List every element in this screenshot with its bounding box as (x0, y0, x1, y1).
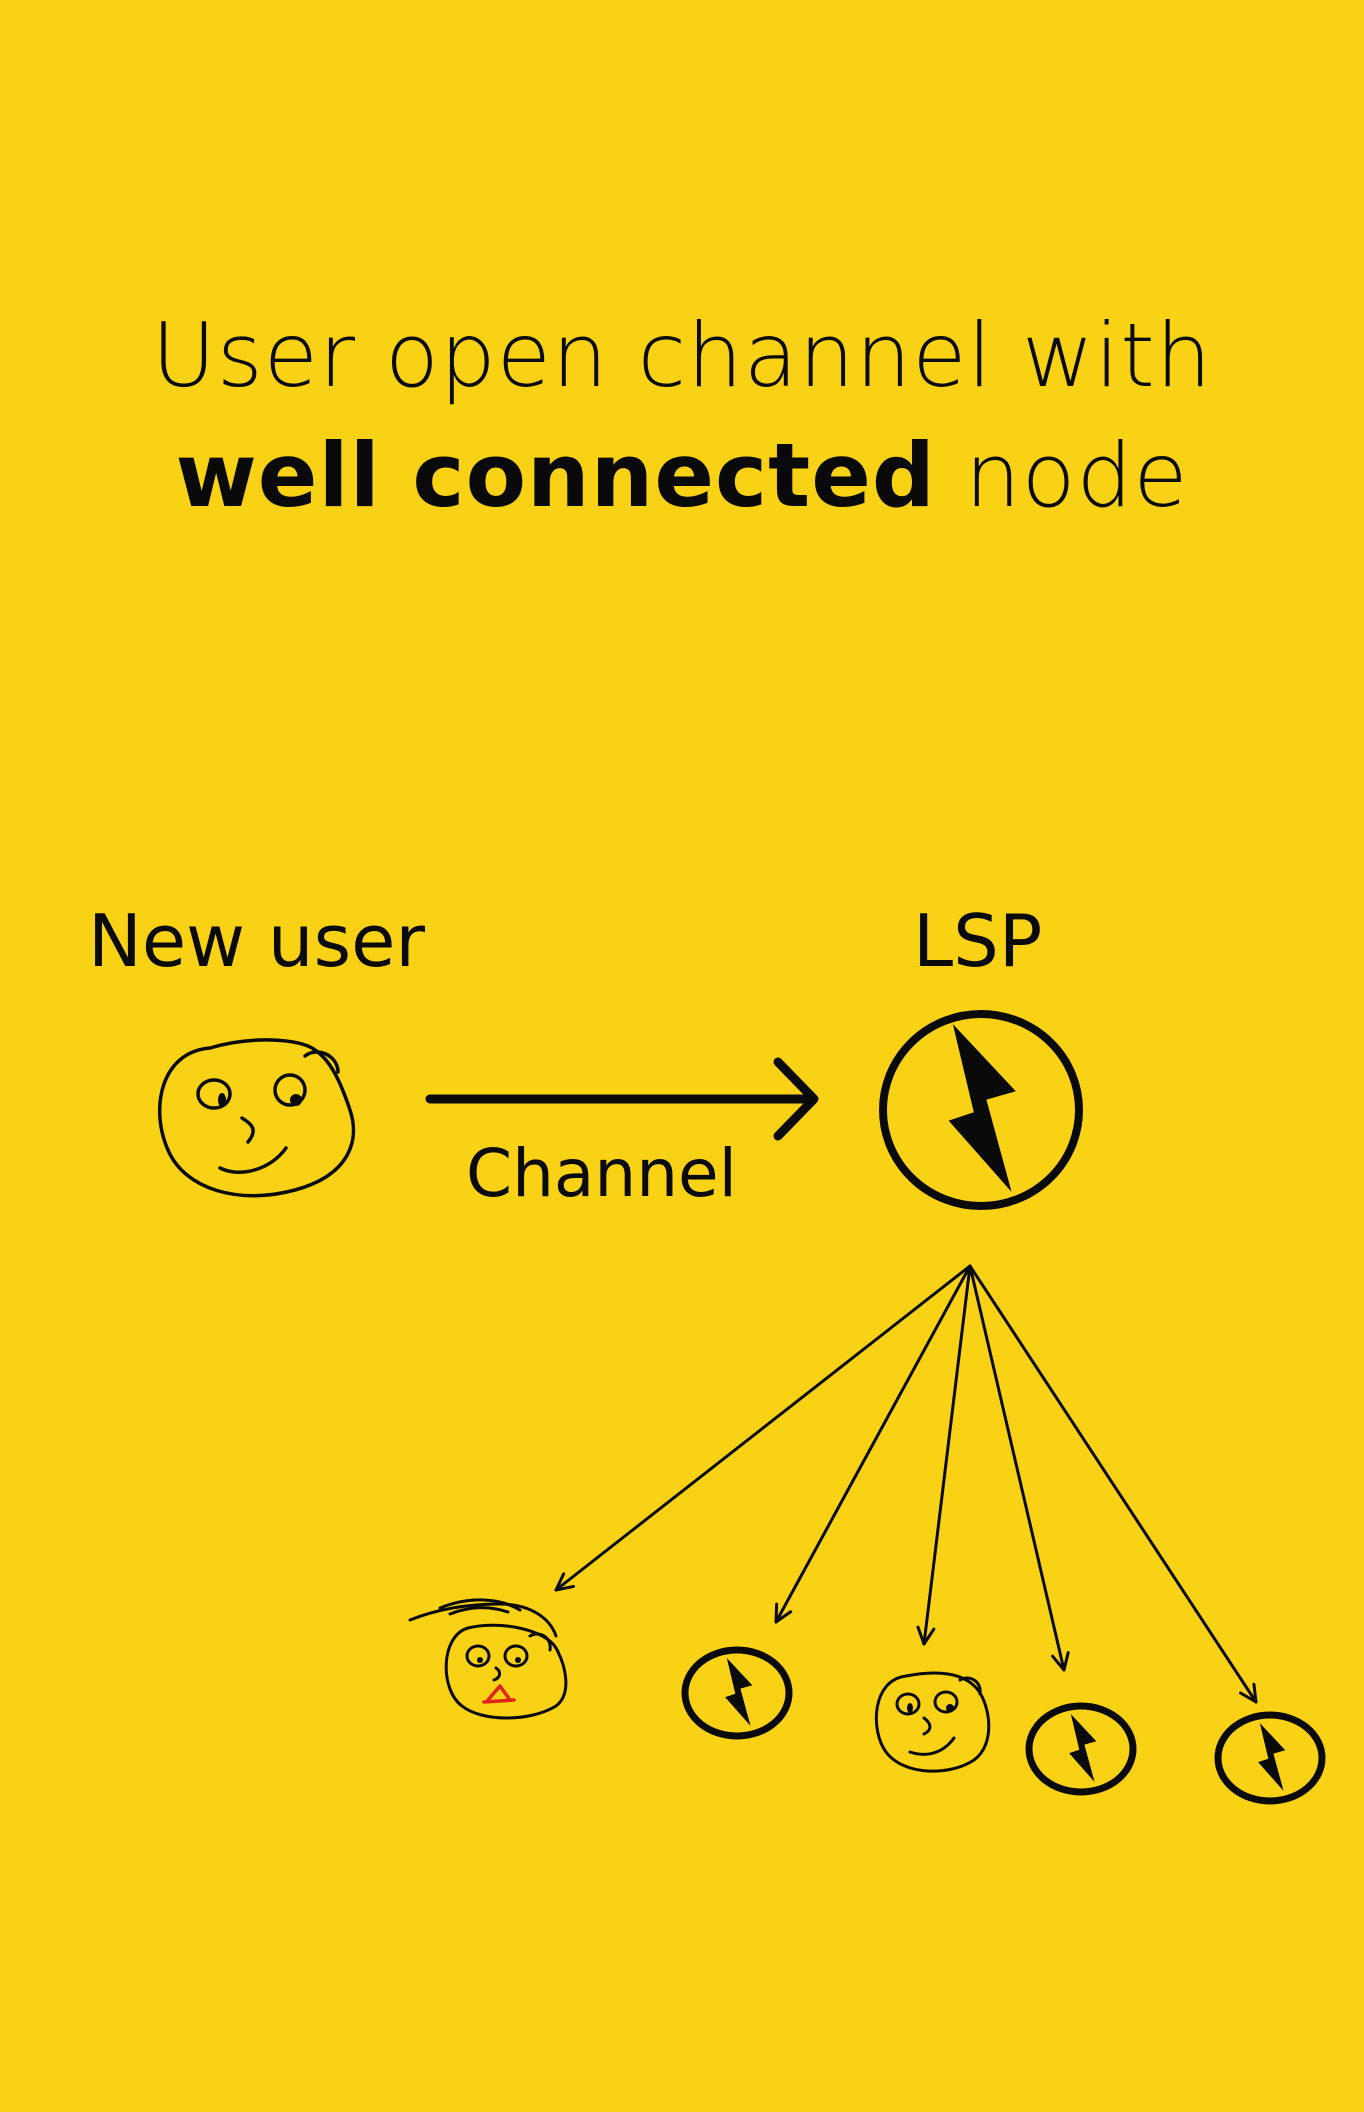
lsp-label: LSP (913, 899, 1043, 983)
frowning-face-details (477, 1657, 521, 1704)
peer-lightning-node-1 (681, 1646, 793, 1740)
peer-face-pupils (907, 1703, 954, 1713)
fan-out-connections (554, 1264, 1258, 1704)
peer-lightning-node-2 (1025, 1702, 1137, 1796)
smiley-face-icon (157, 1038, 356, 1198)
headline-emphasis: well connected (175, 424, 936, 527)
channel-arrow (425, 1057, 819, 1141)
face-eye-pupils (218, 1093, 302, 1107)
headline-line-2: well connected node (0, 432, 1364, 520)
frowning-face-icon (408, 1598, 568, 1720)
headline-line-1: User open channel with (151, 304, 1213, 407)
headline-line-2-rest: node (964, 424, 1189, 527)
lightning-bolt-circle-icon (879, 1010, 1083, 1210)
peer-smiley-face-icon (874, 1671, 991, 1773)
peer-lightning-node-3 (1214, 1711, 1326, 1805)
channel-label: Channel (466, 1135, 737, 1212)
new-user-label: New user (88, 899, 425, 983)
